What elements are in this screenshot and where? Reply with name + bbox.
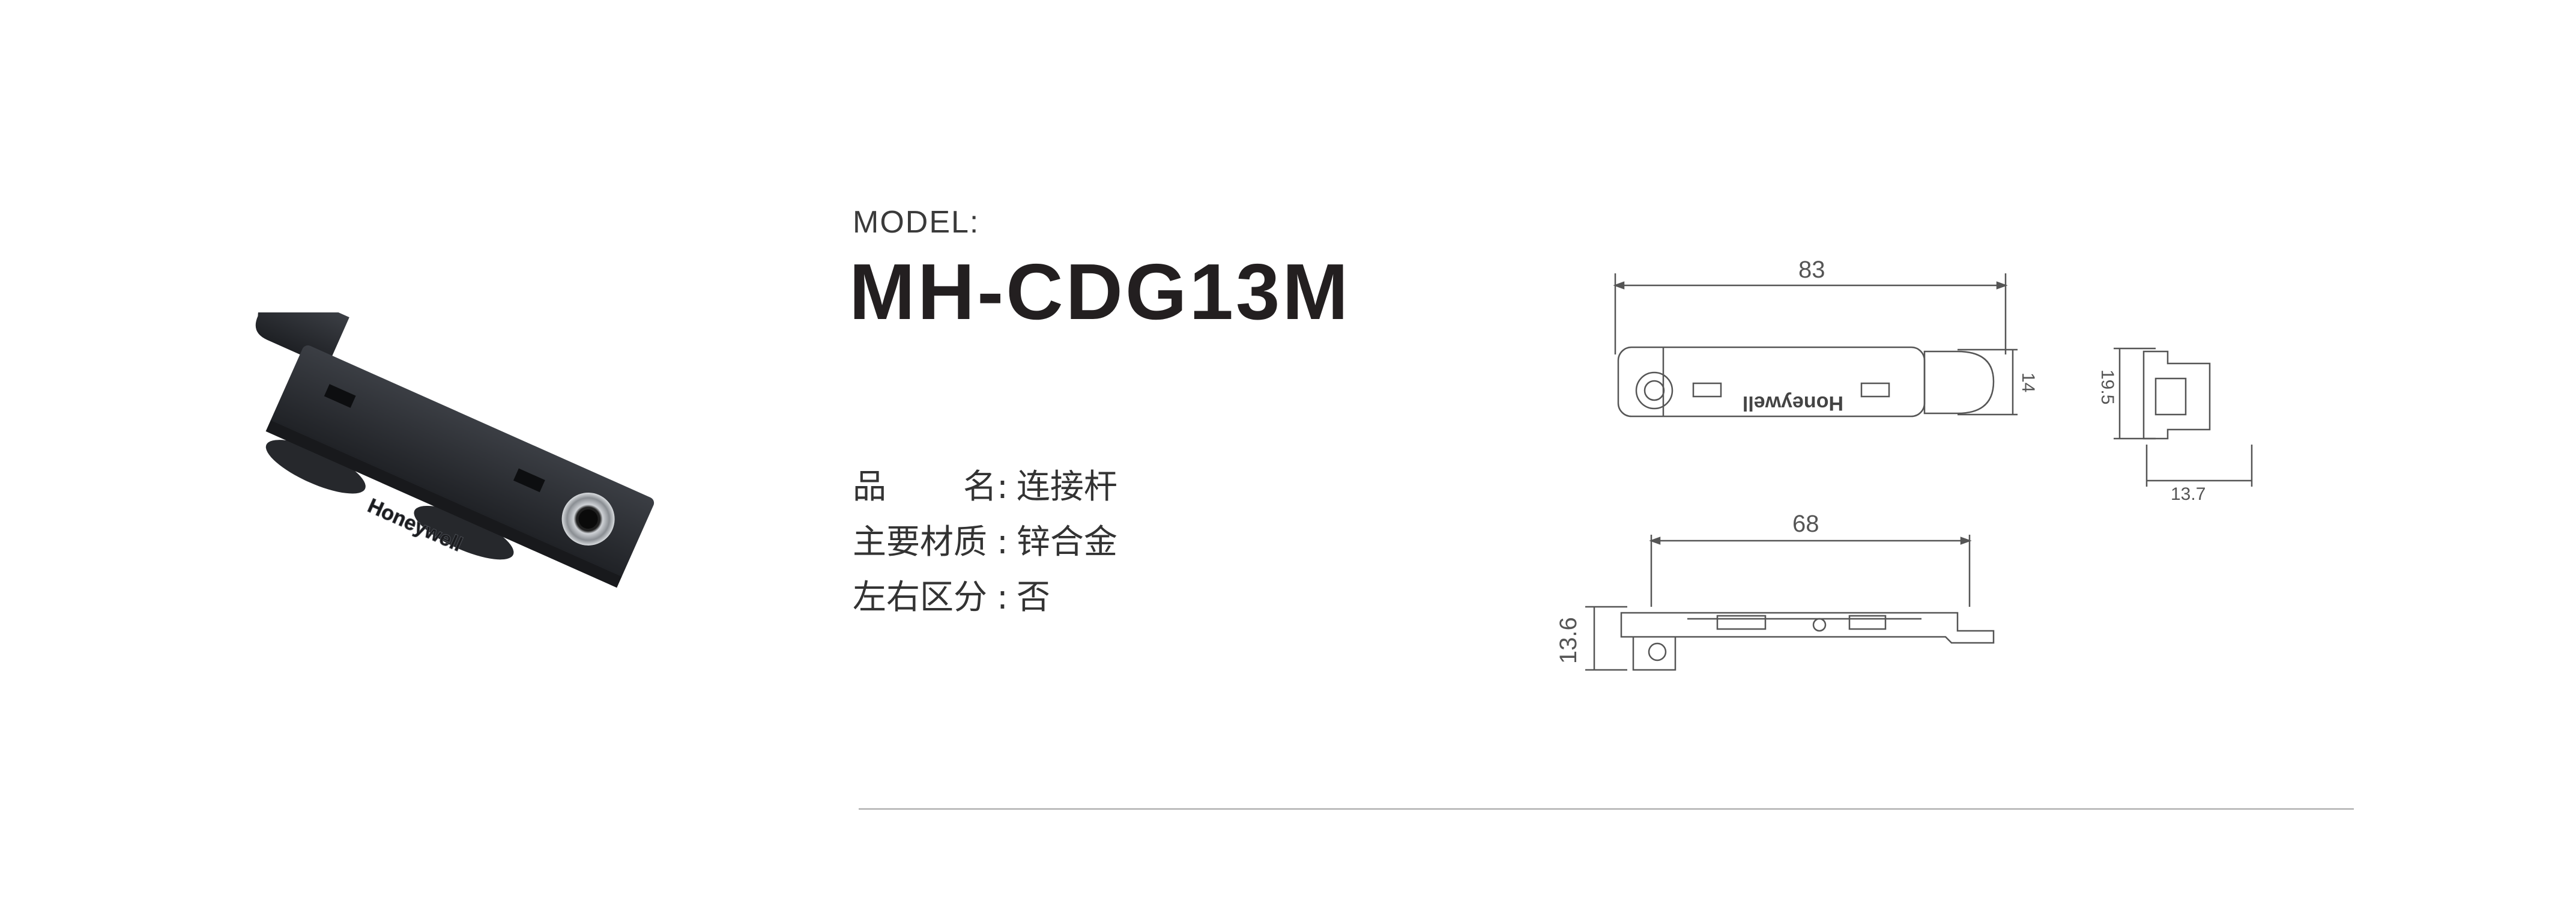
product-photo: Honeywell (255, 312, 655, 588)
dim-height-14: 14 (2018, 372, 2038, 392)
drawing-brand-mark: Honeywell (1743, 392, 1843, 415)
spec-separator: : (997, 467, 1008, 506)
drawing-top-view: 83 14 Honeywell (1613, 257, 2038, 418)
dim-depth-13-7: 13.7 (2171, 484, 2206, 504)
dim-height-19-5: 19.5 (2097, 369, 2117, 404)
drawing-side-view: 19.5 13.7 (2097, 347, 2253, 504)
dim-width-68: 68 (1792, 511, 1819, 537)
drawing-bottom-view: 68 13.6 (1555, 511, 1995, 671)
spec-row-handedness: 左右区分 : 否 (853, 570, 1117, 625)
spec-value: 连接杆 (1016, 467, 1117, 506)
model-label: MODEL: (853, 205, 980, 240)
dim-height-13-6: 13.6 (1555, 617, 1582, 664)
spec-list: 品 名 : 连接杆 主要材质 : 锌合金 左右区分 : 否 (853, 460, 1117, 625)
divider-line (859, 808, 2354, 810)
spec-value: 锌合金 (1016, 523, 1117, 562)
dim-width-83: 83 (1798, 257, 1825, 283)
spec-row-material: 主要材质 : 锌合金 (853, 515, 1117, 570)
spec-value: 否 (1016, 578, 1050, 617)
spec-key: 左右区分 (853, 578, 987, 617)
spec-separator: : (997, 578, 1008, 617)
model-number: MH-CDG13M (849, 248, 1351, 336)
spec-key: 品 名 (853, 467, 997, 506)
spec-key: 主要材质 (853, 523, 987, 562)
spec-separator: : (997, 523, 1008, 562)
spec-row-name: 品 名 : 连接杆 (853, 460, 1117, 515)
